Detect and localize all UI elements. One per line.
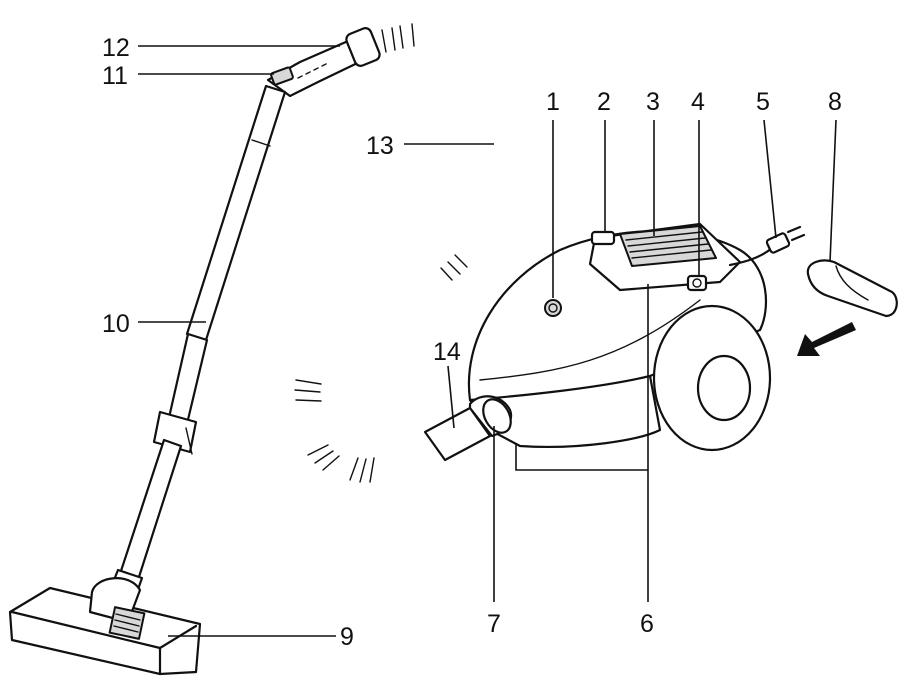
handle-grip xyxy=(266,27,381,98)
callout-11: 11 xyxy=(102,62,128,90)
floor-nozzle xyxy=(8,577,202,676)
callout-3: 3 xyxy=(646,88,660,116)
callout-7: 7 xyxy=(487,610,501,638)
callout-12: 12 xyxy=(102,34,130,62)
callout-13: 13 xyxy=(366,132,394,160)
telescopic-wand xyxy=(108,84,287,600)
power-cord xyxy=(728,225,806,267)
callout-6: 6 xyxy=(640,610,654,638)
callout-1: 1 xyxy=(546,88,560,116)
callout-14: 14 xyxy=(433,338,461,366)
arrow-icon xyxy=(797,322,856,356)
callout-9: 9 xyxy=(340,623,354,651)
hose-connector xyxy=(423,395,513,462)
vacuum-body xyxy=(467,222,772,452)
callout-4: 4 xyxy=(691,88,705,116)
callout-10: 10 xyxy=(102,310,130,338)
callout-8: 8 xyxy=(828,88,842,116)
leader-lines xyxy=(138,45,837,637)
hose xyxy=(287,16,518,490)
crevice-tool xyxy=(806,259,898,318)
callout-5: 5 xyxy=(756,88,770,116)
callout-2: 2 xyxy=(597,88,611,116)
callout-labels: 12 11 13 10 1 2 3 4 5 8 14 6 7 9 xyxy=(102,34,842,651)
